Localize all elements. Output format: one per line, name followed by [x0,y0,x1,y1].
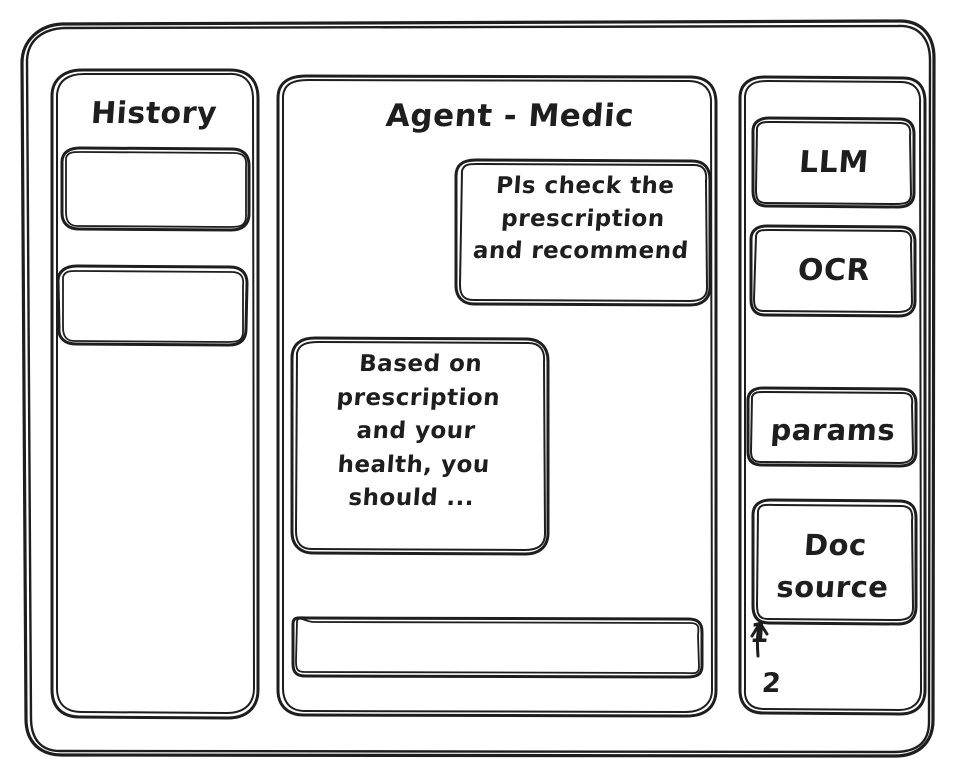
main-panel-frame [276,74,718,718]
card-params-frame [746,386,918,468]
page-title: Agent - Medic [384,98,636,134]
user-message-bubble [456,160,711,306]
doc-source-connector [750,620,769,658]
source-list-item-2[interactable]: 2 [760,668,783,699]
card-ocr[interactable] [751,226,916,316]
composer-input[interactable] [293,618,703,677]
history-panel-title: History [89,96,219,131]
user-message-bubble-frame [454,158,712,307]
window-frame [20,19,936,758]
card-params[interactable] [748,388,917,466]
history-item-1[interactable] [62,148,250,230]
assistant-message-bubble [292,338,549,555]
composer-input-frame [291,616,704,679]
left-panel-frame [50,68,260,720]
card-doc-source[interactable] [753,500,917,624]
assistant-message-bubble-frame [290,336,550,556]
history-item-1-frame [60,146,251,232]
history-item-2-frame [56,264,249,347]
card-ocr-frame [749,224,917,318]
card-llm-frame [751,116,916,209]
card-llm[interactable] [753,118,915,207]
history-item-2[interactable] [58,266,248,345]
right-panel-frame [738,75,927,716]
